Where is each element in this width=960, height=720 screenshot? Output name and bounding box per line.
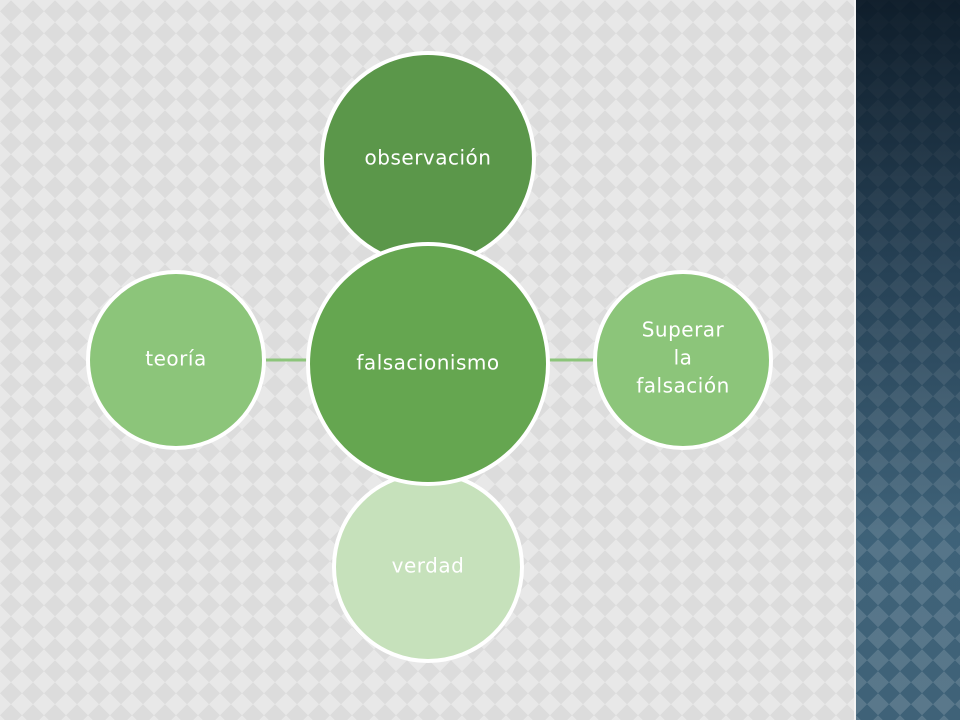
node-verdad-label: verdad	[392, 554, 465, 578]
node-superar-line-2: la	[674, 346, 693, 370]
node-teoria-label: teoría	[145, 347, 206, 371]
side-decorative-panel	[856, 0, 960, 720]
node-superar-la-falsacion: Superar la falsación	[593, 270, 773, 450]
side-panel-edge	[854, 0, 857, 720]
node-verdad: verdad	[332, 471, 524, 663]
node-observacion: observación	[320, 51, 536, 267]
node-observacion-label: observación	[365, 146, 492, 170]
node-teoria: teoría	[86, 270, 266, 450]
node-superar-line-1: Superar	[642, 318, 725, 342]
cycle-diagram: observación Superar la falsación teoría …	[86, 51, 773, 663]
center-label: falsacionismo	[356, 351, 499, 375]
node-falsacionismo: falsacionismo	[306, 242, 550, 486]
node-superar-line-3: falsación	[636, 374, 730, 398]
